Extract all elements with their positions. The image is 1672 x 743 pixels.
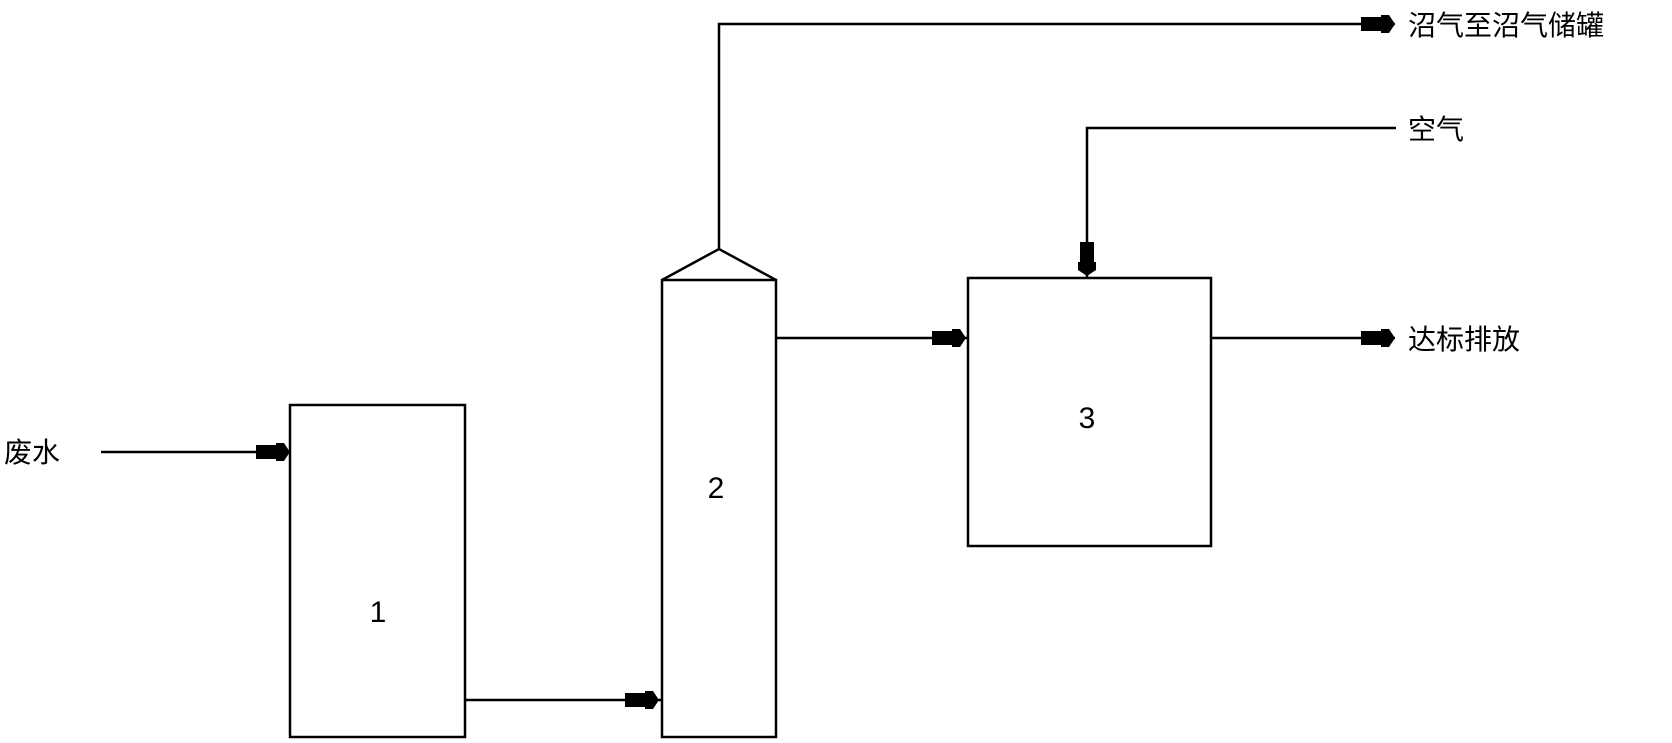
biogas-outlet-pipe (717, 22, 1395, 249)
unit-2-number: 2 (708, 472, 725, 505)
arrow-down-icon (1078, 242, 1096, 276)
arrow-right-icon (1361, 329, 1395, 347)
arrow-right-icon (625, 691, 659, 709)
unit-2-reactor (660, 278, 778, 739)
unit-3-tank (966, 276, 1213, 548)
arrow-right-icon (1361, 15, 1395, 33)
discharge-label: 达标排放 (1408, 323, 1520, 356)
air-inlet-pipe (1085, 126, 1396, 278)
arrow-right-icon (256, 443, 290, 461)
arrow-right-icon (932, 329, 966, 347)
unit-1-number: 1 (370, 596, 387, 629)
unit-2-gas-hood (661, 247, 777, 282)
unit-1-tank (288, 403, 467, 739)
biogas-label: 沼气至沼气储罐 (1408, 9, 1604, 42)
wastewater-label: 废水 (4, 436, 60, 469)
air-label: 空气 (1408, 113, 1464, 146)
unit-3-number: 3 (1079, 402, 1096, 435)
